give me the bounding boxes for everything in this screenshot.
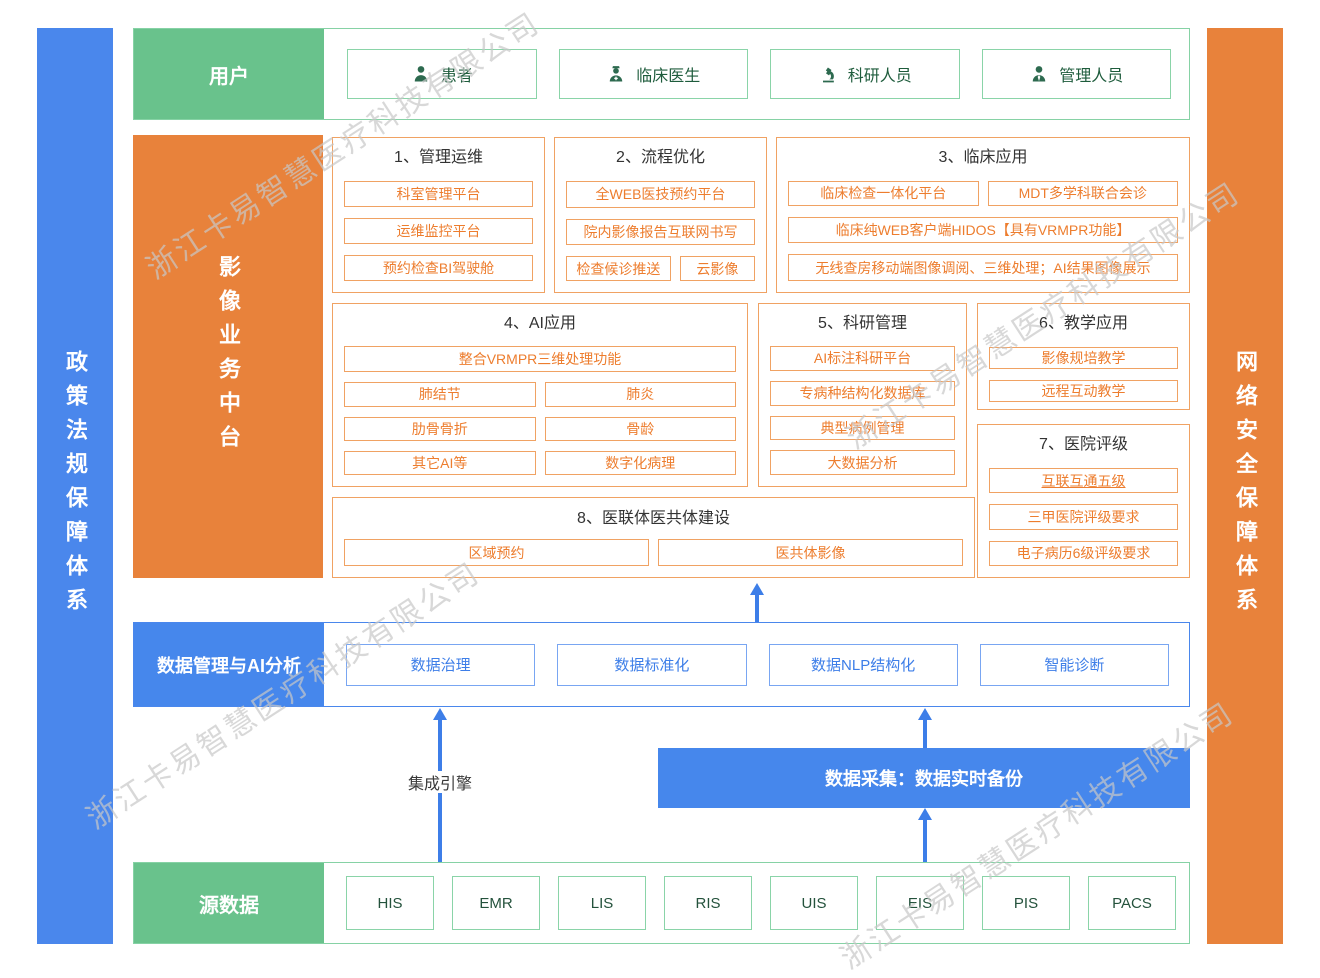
- data-management-label: 数据管理与AI分析: [134, 623, 324, 706]
- module-box: 骨龄: [544, 416, 736, 441]
- group-medical-alliance: 8、医联体医共体建设 区域预约 医共体影像: [332, 497, 975, 578]
- imaging-platform-block: 影像业务中台: [133, 135, 323, 578]
- user-item-label: 临床医生: [636, 68, 701, 85]
- data-management-row: 数据管理与AI分析 数据治理 数据标准化 数据NLP结构化 智能诊断: [133, 622, 1190, 707]
- group-clinical-application: 3、临床应用 临床检查一体化平台 MDT多学科联合会诊 临床纯WEB客户端HID…: [776, 137, 1190, 293]
- module-box: 全WEB医技预约平台: [566, 181, 755, 208]
- data-management-items: 数据治理 数据标准化 数据NLP结构化 智能诊断: [346, 623, 1169, 706]
- arrow-up-source-to-collection: [918, 808, 932, 862]
- user-row-items: 患者 临床医生 科研人员 管理人员: [347, 29, 1171, 119]
- data-item: 数据治理: [346, 643, 536, 686]
- data-item: 智能诊断: [979, 643, 1169, 686]
- source-system-box: PIS: [982, 876, 1070, 930]
- user-row: 用户 患者 临床医生 科研人员 管理人员: [133, 28, 1190, 120]
- arrow-up-to-platform: [750, 583, 764, 622]
- user-item-patient: 患者: [347, 49, 537, 99]
- module-box: 无线查房移动端图像调阅、三维处理；AI结果图像展示: [788, 254, 1178, 282]
- module-box: 电子病历6级评级要求: [989, 540, 1178, 566]
- module-box: 预约检查BI驾驶舱: [344, 255, 533, 281]
- arrow-up-collection-to-datamgmt: [918, 708, 932, 748]
- module-box: 三甲医院评级要求: [989, 504, 1178, 530]
- module-box: 整合VRMPR三维处理功能: [344, 346, 736, 373]
- module-box: AI标注科研平台: [770, 346, 955, 371]
- doctor-icon: [609, 66, 623, 82]
- user-row-label: 用户: [134, 29, 324, 119]
- user-item-admin: 管理人员: [981, 49, 1171, 99]
- group-title: 4、AI应用: [503, 315, 577, 332]
- source-data-items: HIS EMR LIS RIS UIS EIS PIS PACS: [346, 863, 1176, 943]
- group-title: 6、教学应用: [1039, 315, 1128, 332]
- module-box: 肋骨骨折: [344, 416, 536, 441]
- group-teaching-application: 6、教学应用 影像规培教学 远程互动教学: [977, 303, 1190, 410]
- group-ai-application: 4、AI应用 整合VRMPR三维处理功能 肺结节 肺炎 肋骨骨折 骨龄 其它AI…: [332, 303, 748, 487]
- source-system-box: EIS: [876, 876, 964, 930]
- user-item-label: 患者: [440, 68, 473, 85]
- module-box: 远程互动教学: [989, 380, 1178, 402]
- group-hospital-rating: 7、医院评级 互联互通五级 三甲医院评级要求 电子病历6级评级要求: [977, 424, 1190, 578]
- user-item-label: 管理人员: [1059, 68, 1124, 85]
- group-title: 7、医院评级: [1039, 436, 1128, 453]
- module-box: 互联互通五级: [989, 468, 1178, 494]
- module-box: 典型病例管理: [770, 415, 955, 441]
- data-item: 数据标准化: [557, 643, 747, 686]
- group-title: 1、管理运维: [394, 149, 483, 166]
- imaging-platform-label: 影像业务中台: [216, 254, 241, 459]
- network-security-label: 网络安全保障体系: [1233, 350, 1258, 622]
- policy-regulation-label: 政策法规保障体系: [63, 350, 88, 622]
- data-collection-bar: 数据采集：数据实时备份: [658, 748, 1190, 808]
- module-box: 科室管理平台: [344, 181, 533, 207]
- patient-icon: [414, 66, 427, 82]
- user-item-label: 科研人员: [847, 68, 912, 85]
- module-box: 运维监控平台: [344, 218, 533, 244]
- module-box: 云影像: [679, 256, 755, 282]
- source-system-box: RIS: [664, 876, 752, 930]
- group-process-optimization: 2、流程优化 全WEB医技预约平台 院内影像报告互联网书写 检查候诊推送 云影像: [554, 137, 767, 293]
- user-item-researcher: 科研人员: [770, 49, 960, 99]
- user-item-doctor: 临床医生: [558, 49, 748, 99]
- module-box: 区域预约: [344, 539, 649, 566]
- source-data-label: 源数据: [134, 863, 324, 943]
- group-title: 3、临床应用: [938, 149, 1028, 166]
- source-system-box: EMR: [452, 876, 540, 930]
- source-system-box: LIS: [558, 876, 646, 930]
- module-box: 肺炎: [544, 382, 736, 407]
- source-data-row: 源数据 HIS EMR LIS RIS UIS EIS PIS PACS: [133, 862, 1190, 944]
- module-box: 其它AI等: [344, 450, 536, 475]
- module-box: 专病种结构化数据库: [770, 380, 955, 406]
- module-box: 院内影像报告互联网书写: [566, 218, 755, 246]
- admin-icon: [1032, 66, 1046, 82]
- module-box: 数字化病理: [544, 450, 736, 475]
- module-box: 影像规培教学: [989, 347, 1178, 369]
- module-box: 检查候诊推送: [566, 256, 671, 282]
- group-title: 5、科研管理: [818, 315, 907, 332]
- source-system-box: PACS: [1088, 876, 1176, 930]
- microscope-icon: [822, 67, 834, 83]
- network-security-bar: 网络安全保障体系: [1207, 28, 1283, 944]
- source-system-box: UIS: [770, 876, 858, 930]
- module-box: MDT多学科联合会诊: [987, 181, 1178, 206]
- group-management-ops: 1、管理运维 科室管理平台 运维监控平台 预约检查BI驾驶舱: [332, 137, 545, 293]
- module-box: 大数据分析: [770, 450, 955, 475]
- module-box: 临床检查一体化平台: [788, 181, 979, 206]
- source-system-box: HIS: [346, 876, 434, 930]
- module-box: 肺结节: [344, 382, 536, 407]
- data-item: 数据NLP结构化: [768, 643, 958, 686]
- module-box: 医共体影像: [658, 539, 963, 566]
- group-title: 2、流程优化: [616, 149, 705, 166]
- module-box: 临床纯WEB客户端HIDOS【具有VRMPR功能】: [788, 216, 1178, 244]
- policy-regulation-bar: 政策法规保障体系: [37, 28, 113, 944]
- group-research-management: 5、科研管理 AI标注科研平台 专病种结构化数据库 典型病例管理 大数据分析: [758, 303, 967, 487]
- integration-engine-label: 集成引擎: [396, 771, 484, 793]
- group-title: 8、医联体医共体建设: [577, 510, 730, 527]
